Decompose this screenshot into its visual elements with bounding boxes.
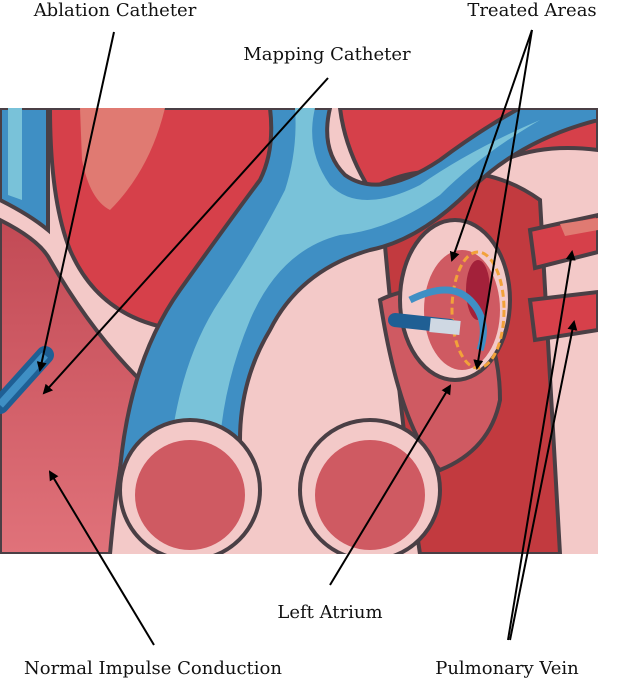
pulmonary-vein-lower xyxy=(527,289,598,343)
label-normal-impulse-conduction: Normal Impulse Conduction xyxy=(24,658,282,679)
label-treated-areas: Treated Areas xyxy=(467,0,596,21)
arrow-left-atrium xyxy=(329,384,452,586)
mitral-valve-inner xyxy=(315,440,425,550)
label-pulmonary-vein: Pulmonary Vein xyxy=(435,658,579,679)
arrow-treated-areas-2 xyxy=(473,29,533,370)
tricuspid-valve-inner xyxy=(135,440,245,550)
label-ablation-catheter: Ablation Catheter xyxy=(33,0,197,21)
pulmonary-vein-upper-highlight xyxy=(560,218,598,236)
aorta-highlight xyxy=(80,108,165,210)
annotation-arrows xyxy=(36,29,578,646)
arrow-mapping-catheter xyxy=(42,77,329,395)
right-atrium xyxy=(0,217,143,554)
arrow-pulmonary-vein-1 xyxy=(507,250,576,641)
left-vessel-highlight xyxy=(8,108,22,200)
vena-cava-highlight xyxy=(170,108,540,452)
heart-illustration xyxy=(0,108,598,554)
vena-cava xyxy=(117,108,598,473)
arrow-pulmonary-vein-2 xyxy=(509,320,578,641)
atrium-inner xyxy=(424,250,500,370)
arrow-treated-areas-1 xyxy=(449,29,533,262)
label-mapping-catheter: Mapping Catheter xyxy=(243,44,411,65)
label-left-atrium: Left Atrium xyxy=(277,602,382,623)
arrow-ablation-catheter xyxy=(36,31,115,372)
ablation-catheter-electrode xyxy=(429,318,461,335)
arrow-normal-impulse xyxy=(48,470,155,646)
